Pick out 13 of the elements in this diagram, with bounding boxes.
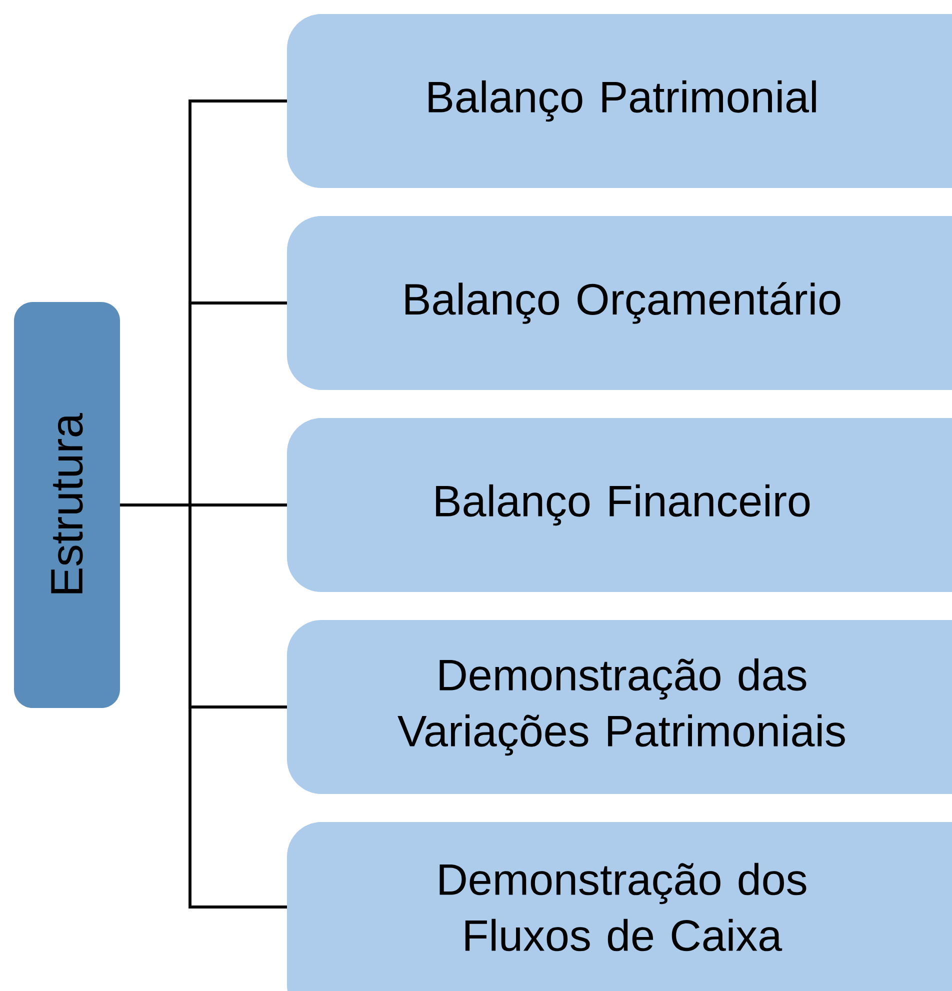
box-label: Demonstração dos Fluxos de Caixa (440, 862, 806, 952)
box-label: Balanço Patrimonial (428, 80, 816, 122)
category-box (14, 302, 120, 708)
box-label: Estrutura (51, 413, 83, 594)
box-label: Balanço Financeiro (436, 484, 810, 526)
item-box (287, 14, 952, 188)
connector-line (120, 504, 287, 908)
item-box (287, 822, 952, 991)
item-box (287, 620, 952, 794)
item-box (287, 418, 952, 592)
item-box (287, 216, 952, 390)
box-label: Demonstração das Variações Patrimoniais (398, 658, 845, 756)
box-label: Balanço Orçamentário (406, 282, 840, 324)
